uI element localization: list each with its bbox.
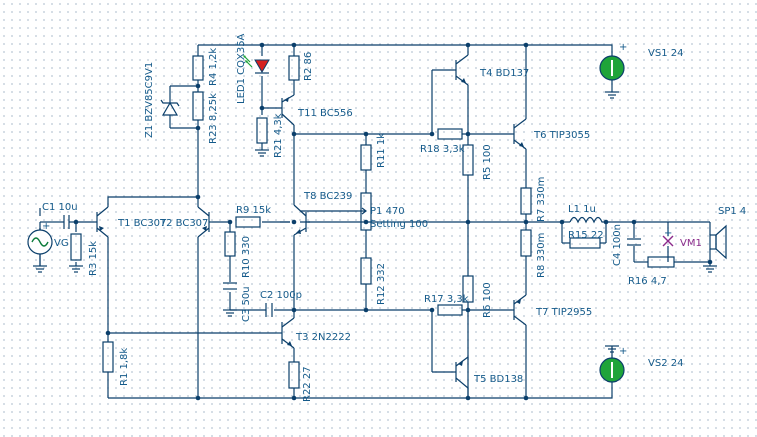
label-z1: Z1 BZV85C9V1 [144, 62, 155, 138]
signal-source-vg: + [27, 221, 56, 266]
resistor-r17 [437, 304, 463, 316]
label-t7: T7 TIP2955 [535, 307, 592, 318]
label-r22: R22 27 [302, 366, 313, 402]
resistor-r12 [360, 257, 372, 285]
label-r23: R23 8,25k [208, 93, 219, 144]
label-vs1: VS1 24 [648, 48, 683, 59]
label-r21: R21 4,3k [273, 113, 284, 158]
svg-text:+: + [42, 221, 50, 232]
capacitors [63, 215, 641, 317]
label-vs2: VS2 24 [648, 358, 683, 369]
label-r8: R8 330m [536, 233, 547, 278]
label-r6: R6 100 [482, 282, 493, 318]
resistor-r10 [224, 231, 236, 257]
label-r11: R11 1k [376, 133, 387, 168]
label-r18: R18 3,3k [420, 144, 465, 155]
resistor-r16 [647, 256, 675, 268]
wires [39, 44, 711, 399]
transistor-t6 [512, 118, 527, 150]
label-p1-setting: Setting 100 [370, 219, 428, 230]
resistor-r21 [256, 117, 268, 144]
transistor-t5 [454, 356, 469, 389]
label-c2: C2 100p [260, 290, 302, 301]
resistor-r6 [462, 275, 474, 303]
resistor-r7 [520, 187, 532, 215]
svg-text:+: + [619, 42, 627, 53]
label-vg: VG [54, 238, 69, 249]
label-c4: C4 100n [612, 224, 623, 266]
resistor-r1 [102, 341, 114, 373]
resistor-r9 [235, 216, 261, 228]
resistor-r3 [70, 233, 82, 261]
label-c1: C1 10u [42, 202, 78, 213]
label-t8: T8 BC239 [303, 191, 352, 202]
resistor-r11 [360, 144, 372, 171]
voltmeter-vm1: + [662, 222, 674, 262]
junctions [73, 42, 713, 401]
transistor-t2 [197, 206, 212, 238]
transistor-t11 [281, 94, 295, 126]
label-r7: R7 330m [536, 177, 547, 222]
zener-z1 [160, 90, 180, 120]
resistors [70, 55, 675, 389]
voltage-source-vs2: + [599, 346, 627, 383]
label-t11: T11 BC556 [297, 108, 353, 119]
potentiometer-p1 [358, 192, 372, 231]
label-p1: P1 470 [370, 206, 405, 217]
transistor-t8 [293, 204, 310, 236]
inductor-l1 [569, 216, 606, 224]
transistors [94, 54, 527, 389]
label-sp1: SP1 4 [718, 206, 746, 217]
resistor-r15 [569, 237, 601, 249]
label-r3: R3 15k [88, 241, 99, 276]
label-r15: R15 22 [568, 230, 604, 241]
labels: C1 10u VG R3 15k T1 BC307 T2 BC307 R9 15… [42, 33, 746, 402]
label-r5: R5 100 [482, 144, 493, 180]
led-led1 [243, 55, 270, 74]
svg-text:+: + [619, 346, 627, 357]
label-t6: T6 TIP3055 [533, 130, 590, 141]
label-r10: R10 330 [241, 236, 252, 278]
label-r17: R17 3,3k [424, 294, 469, 305]
transistor-t3 [276, 317, 295, 349]
label-r9: R9 15k [236, 205, 271, 216]
resistor-r18 [437, 128, 463, 140]
resistor-r4 [192, 55, 204, 81]
resistor-r22 [288, 361, 300, 389]
label-r2: R2 86 [303, 52, 314, 81]
svg-text:+: + [664, 228, 672, 239]
label-r12: R12 332 [376, 263, 387, 305]
resistor-r8 [520, 229, 532, 257]
label-t3: T3 2N2222 [295, 332, 351, 343]
label-vm1: VM1 [680, 238, 702, 249]
label-r1: R1 1,8k [119, 348, 130, 386]
ground-symbols [33, 91, 717, 353]
voltage-source-vs1: + [599, 42, 627, 81]
transistor-t7 [512, 294, 527, 326]
label-t2: T2 BC307 [159, 218, 208, 229]
label-c3: C3 50u [241, 286, 252, 322]
transistor-t1 [94, 206, 109, 238]
label-t4: T4 BD137 [479, 68, 529, 79]
transistor-t4 [454, 54, 469, 86]
label-led1: LED1 CQX35A [236, 33, 247, 104]
label-t5: T5 BD138 [473, 374, 523, 385]
resistor-r2 [288, 55, 300, 81]
label-r16: R16 4,7 [628, 276, 667, 287]
label-r4: R4 1,2k [208, 48, 219, 86]
resistor-r23 [192, 91, 204, 121]
label-l1: L1 1u [568, 204, 596, 215]
label-t1: T1 BC307 [117, 218, 166, 229]
resistor-r5 [462, 144, 474, 176]
speaker-sp1 [709, 224, 727, 260]
